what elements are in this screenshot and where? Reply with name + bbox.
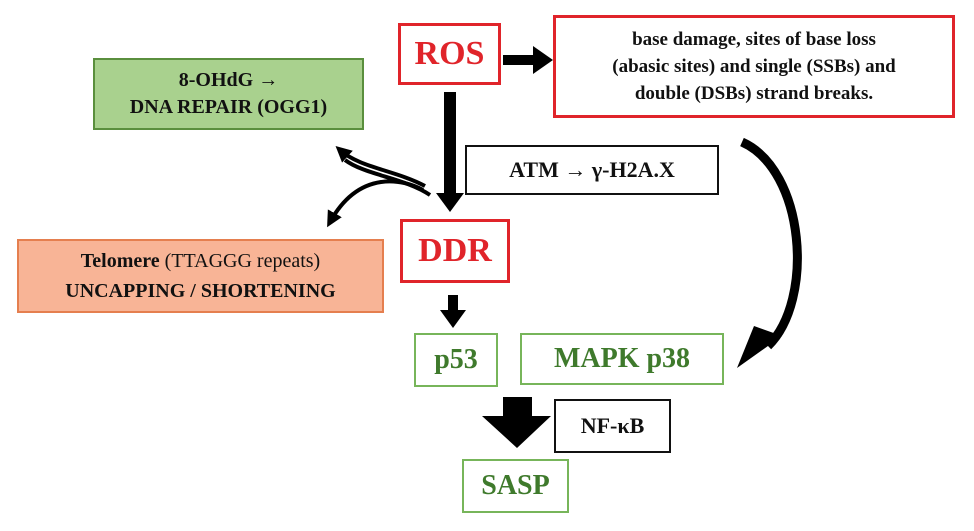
ddr-box: DDR [400,219,510,283]
arrow-damage-to-mapk-head [737,326,782,368]
arrow-to-dna-repair [335,145,426,188]
sasp-box: SASP [462,459,569,513]
damage-line-1: base damage, sites of base loss [632,29,876,50]
crossing-curve [343,158,432,197]
arrow-ros-to-ddr [436,92,464,212]
arrow-ddr-to-p53 [440,295,466,328]
telomere-bold-word: Telomere [80,250,160,272]
telomere-line-1: Telomere (TTAGGG repeats) [81,246,320,276]
mapk-label: MAPK p38 [553,343,691,374]
ddr-label: DDR [418,232,492,269]
ros-box: ROS [398,23,501,85]
arrow-to-telomere [327,179,424,228]
nfkb-box: NF-κB [554,399,671,453]
damage-line-2: (abasic sites) and single (SSBs) and [612,56,896,77]
dna-damage-box: base damage, sites of base loss (abasic … [553,15,955,118]
sasp-label: SASP [481,470,550,501]
telomere-box: Telomere (TTAGGG repeats) UNCAPPING / SH… [17,239,384,313]
ros-label: ROS [414,35,485,72]
telomere-repeats: (TTAGGG repeats) [164,250,321,272]
arrow-ros-to-damage [503,46,553,74]
p53-label: p53 [434,344,478,375]
p53-box: p53 [414,333,498,387]
arrow-to-sasp [482,397,551,448]
arrow-damage-to-mapk [739,137,802,350]
atm-label: ATM → γ-H2A.X [509,157,675,182]
damage-line-3: double (DSBs) strand breaks. [634,83,874,104]
repair-line-1: 8-OHdG → [178,69,279,91]
telomere-line-2: UNCAPPING / SHORTENING [65,280,336,302]
atm-box: ATM → γ-H2A.X [465,145,719,195]
repair-line-2: DNA REPAIR (OGG1) [129,96,328,118]
nfkb-label: NF-κB [580,413,645,438]
mapk-p38-box: MAPK p38 [520,333,724,385]
dna-repair-box: 8-OHdG → DNA REPAIR (OGG1) [93,58,364,130]
